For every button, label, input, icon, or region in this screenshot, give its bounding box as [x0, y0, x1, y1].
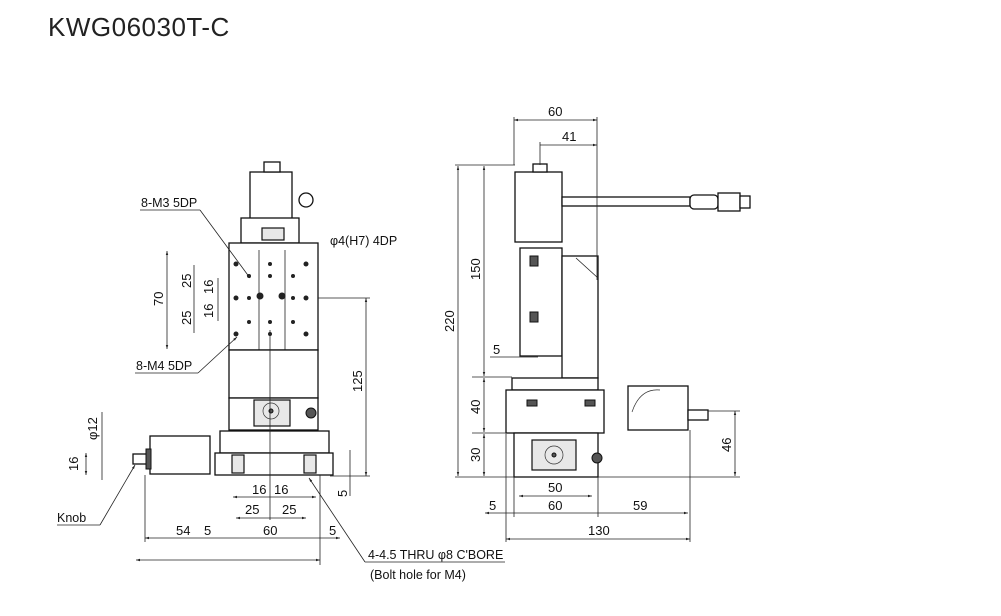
- m4-tap-note: 8-M4 5DP: [136, 359, 192, 373]
- side-motor: [627, 385, 689, 431]
- top-plate: [228, 242, 319, 351]
- dim-5: 5: [489, 498, 496, 513]
- dim-30: 30: [468, 448, 483, 462]
- dim-60: 60: [548, 104, 562, 119]
- dim-50: 50: [548, 480, 562, 495]
- knob-motor: [149, 435, 211, 475]
- dim-40: 40: [468, 400, 483, 414]
- dim-16: 16: [66, 457, 81, 471]
- dim-5: 5: [493, 342, 500, 357]
- dim-5: 5: [335, 490, 350, 497]
- dim-54: 54: [176, 523, 190, 538]
- top-motor: [514, 171, 563, 243]
- cable: [561, 196, 691, 207]
- dim-46: 46: [719, 438, 734, 452]
- dim-130: 130: [588, 523, 610, 538]
- vertical-stage: [519, 247, 563, 357]
- dim-125: 125: [350, 370, 365, 392]
- dim-16: 16: [274, 482, 288, 497]
- dim-41: 41: [562, 129, 576, 144]
- dim-25: 25: [245, 502, 259, 517]
- dim-16: 16: [201, 304, 216, 318]
- dim-phi12: φ12: [85, 417, 100, 440]
- dim-60: 60: [263, 523, 277, 538]
- top-motor: [249, 171, 293, 223]
- dim-5: 5: [204, 523, 211, 538]
- dim-25: 25: [179, 311, 194, 325]
- dim-5: 5: [329, 523, 336, 538]
- dim-60: 60: [548, 498, 562, 513]
- dim-25: 25: [282, 502, 296, 517]
- dim-16: 16: [252, 482, 266, 497]
- cable-clamp: [298, 192, 314, 208]
- side-view: 60 41 220 150 5 40 30 46 50 5 60 59 130: [442, 104, 751, 542]
- dim-150: 150: [468, 258, 483, 280]
- front-view: 8-M3 5DP φ4(H7) 4DP 8-M4 5DP Knob 4-4.5 …: [57, 161, 505, 582]
- knob-label: Knob: [57, 511, 86, 525]
- y-stage: [505, 389, 605, 434]
- bolt-note: (Bolt hole for M4): [370, 568, 466, 582]
- dim-220: 220: [442, 310, 457, 332]
- cbore-note: 4-4.5 THRU φ8 C'BORE: [368, 548, 503, 562]
- column: [561, 255, 599, 379]
- dim-70: 70: [151, 292, 166, 306]
- dim-25: 25: [179, 274, 194, 288]
- page-title: KWG06030T-C: [48, 12, 230, 42]
- dim-16: 16: [201, 280, 216, 294]
- m3-tap-note: 8-M3 5DP: [141, 196, 197, 210]
- pin-hole-note: φ4(H7) 4DP: [330, 234, 397, 248]
- base-upper: [219, 430, 330, 454]
- dim-59: 59: [633, 498, 647, 513]
